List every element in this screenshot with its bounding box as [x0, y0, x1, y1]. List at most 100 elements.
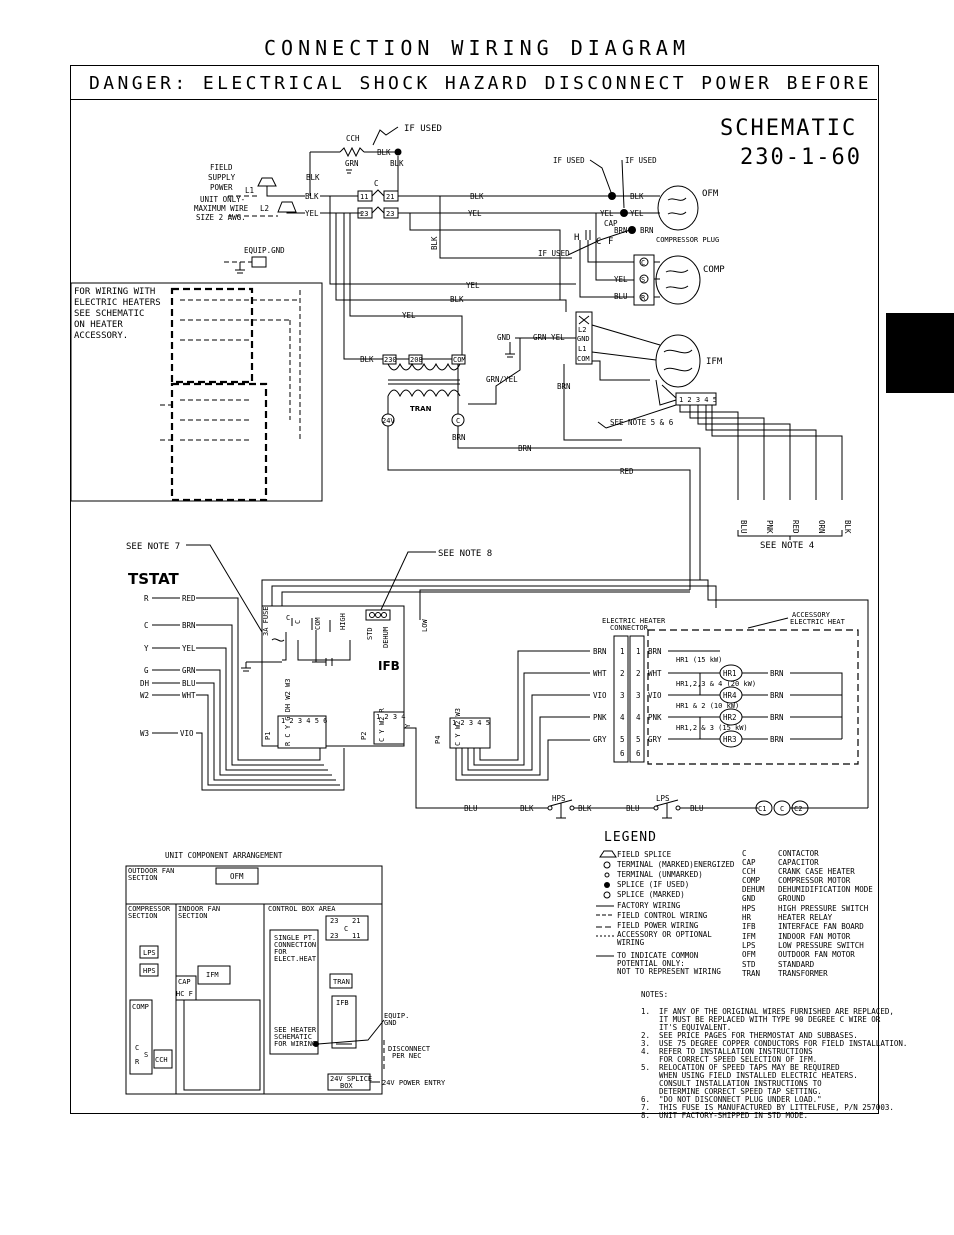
- arr-cap: CAP: [178, 978, 191, 986]
- see-note-7: SEE NOTE 7: [126, 542, 180, 552]
- p2-pins: 1 2 3 4: [376, 713, 406, 721]
- abbr-v-11: OUTDOOR FAN MOTOR: [778, 950, 855, 959]
- accessory-heater-area: [647, 629, 859, 765]
- legend-terminal-marked-icon: [603, 861, 611, 869]
- arr-hcf: HC F: [176, 990, 193, 998]
- see-note-4: SEE NOTE 4: [760, 541, 814, 551]
- arr-ofm-box: [215, 867, 259, 885]
- ifb-fuse-label: 3A FUSE: [262, 606, 270, 636]
- legend-sym-6: FIELD CONTROL WIRING: [617, 911, 708, 920]
- abbr-k-8: IFB: [742, 922, 756, 931]
- equip-gnd-terminal: [251, 256, 267, 268]
- abbr-k-1: CAP: [742, 858, 756, 867]
- tstat-r: R: [144, 594, 149, 603]
- plug-s-text: S: [641, 276, 645, 284]
- tstat-field-wires: [196, 597, 345, 791]
- plug-pin-r: [639, 292, 649, 302]
- indoor-fan-label1: INDOOR FAN: [178, 905, 220, 913]
- if-used-top-label: IF USED: [404, 124, 442, 134]
- tstat-stubs: [152, 597, 180, 734]
- ifb-p1-connector: [277, 715, 327, 749]
- arr-ofm: OFM: [230, 872, 244, 881]
- abbr-k-4: DEHUM: [742, 885, 765, 894]
- hc-right-vio: VIO: [648, 691, 662, 700]
- contactor-coil-icon: [773, 800, 791, 816]
- ifm-l2-text: L2: [578, 326, 586, 334]
- contactor-c-label: C: [374, 179, 379, 188]
- ifm-ground-wires: [468, 337, 576, 405]
- abbr-k-6: HPS: [742, 904, 756, 913]
- ifb-y-text: Y: [404, 723, 412, 728]
- abbr-k-2: CCH: [742, 867, 756, 876]
- accessory-pointer: [747, 617, 789, 629]
- cch-label: CCH: [346, 134, 360, 143]
- relay-hr4-label: HR4: [723, 691, 737, 700]
- ifb-label: IFB: [378, 659, 400, 673]
- ifm-gnd-text: GND: [577, 335, 590, 343]
- notes-title: NOTES:: [641, 990, 668, 999]
- compressor-motor-icon: [655, 255, 701, 305]
- hc-left-gry: GRY: [593, 735, 607, 744]
- jumper-pin-1: [369, 612, 375, 618]
- schematic-rating: 230-1-60: [740, 145, 862, 170]
- ifb-high-text: HIGH: [339, 613, 347, 630]
- legend: LEGEND FIELD SPLICE TERMINAL (MARKED)ENE…: [596, 830, 873, 978]
- arr-ifm-box: [197, 965, 231, 985]
- hc-rpin-1: 1: [636, 647, 641, 656]
- abbr-v-13: TRANSFORMER: [778, 969, 828, 978]
- note-line-5: 4. REFER TO INSTALLATION INSTRUCTIONS: [641, 1047, 813, 1056]
- note-line-6: FOR CORRECT SPEED SELECTION OF IFM.: [641, 1055, 817, 1064]
- arr-splice-1: 24V SPLICE: [330, 1075, 372, 1083]
- relay-hr3-label: HR3: [723, 735, 737, 744]
- tstat-y: Y: [144, 644, 149, 653]
- cap-f-label: F: [608, 237, 613, 247]
- cch-drops: [309, 152, 399, 196]
- abbr-k-7: HR: [742, 913, 752, 922]
- bw-blk2: BLK: [578, 804, 592, 813]
- blk-down-wire: [439, 196, 572, 259]
- hps-switch-icon: [549, 799, 573, 819]
- plug-pin-c: [639, 257, 649, 267]
- blk-l1-label-top: BLK: [306, 173, 320, 182]
- ifb-com-text: COM: [314, 617, 322, 630]
- arr-c-23: 23: [330, 917, 338, 925]
- speed-wire-bracket: [737, 530, 843, 540]
- hc-rpin-4: 4: [636, 713, 641, 722]
- ifb-low-text: LOW: [421, 619, 429, 632]
- cap-yel-label: YEL: [600, 209, 614, 218]
- speed-wire-blu: BLU: [739, 520, 748, 534]
- tstat-wire-blu: BLU: [182, 679, 196, 688]
- t21-text: 21: [386, 193, 394, 201]
- heater-connector-title2: CONNECTOR: [610, 624, 649, 632]
- page-tab-marker: [886, 313, 954, 393]
- see-note-8-pointer: [379, 551, 436, 613]
- ifb-board: [261, 605, 405, 747]
- relay-hr1-label: HR1: [723, 669, 737, 678]
- arr-lps: LPS: [143, 949, 156, 957]
- plug-pin-s: [639, 274, 649, 284]
- note-line-4: 3. USE 75 DEGREE COPPER CONDUCTORS FOR F…: [641, 1039, 907, 1048]
- tstat-terminals: R C Y G DH W2 W3 RED BRN YEL GRN BLU WHT…: [140, 594, 345, 791]
- yel-run-label: YEL: [466, 281, 480, 290]
- hc-pin-5: 5: [620, 735, 625, 744]
- arr-disconnect-1: DISCONNECT: [388, 1045, 431, 1053]
- arr-power-entry: 24V POWER ENTRY: [382, 1079, 446, 1087]
- tstat-w3: W3: [140, 729, 149, 738]
- ifm-plug-pins: 1 2 3 4 5: [679, 396, 717, 404]
- heater-dashed-wires: [160, 290, 301, 441]
- tran-label: TRAN: [410, 405, 432, 413]
- note-line-9: CONSULT INSTALLATION INSTRUCTIONS TO: [641, 1079, 822, 1088]
- comp-winding: [665, 269, 689, 289]
- arr-ifm: IFM: [206, 971, 219, 979]
- t208-text: 208: [410, 356, 423, 364]
- note-line-11: 6. "DO NOT DISCONNECT PLUG UNDER LOAD.": [641, 1095, 822, 1104]
- p1-pins: 1 2 3 4 5 6: [281, 717, 327, 725]
- arr-tran-box: [329, 973, 353, 989]
- indoor-fan-section: L2 GND L1 COM IFM GND GRN-YEL GRN/YEL BR…: [329, 195, 852, 590]
- relay-note-hr3: HR1,2 & 3 (15 kW): [676, 724, 748, 732]
- ifm-com-text: COM: [577, 355, 590, 363]
- supply-leads: [266, 186, 305, 214]
- component-arrangement: UNIT COMPONENT ARRANGEMENT OUTDOOR FAN S…: [125, 851, 446, 1095]
- p2-label: P2: [360, 732, 368, 740]
- abbr-v-4: DEHUMIDIFICATION MODE: [778, 885, 873, 894]
